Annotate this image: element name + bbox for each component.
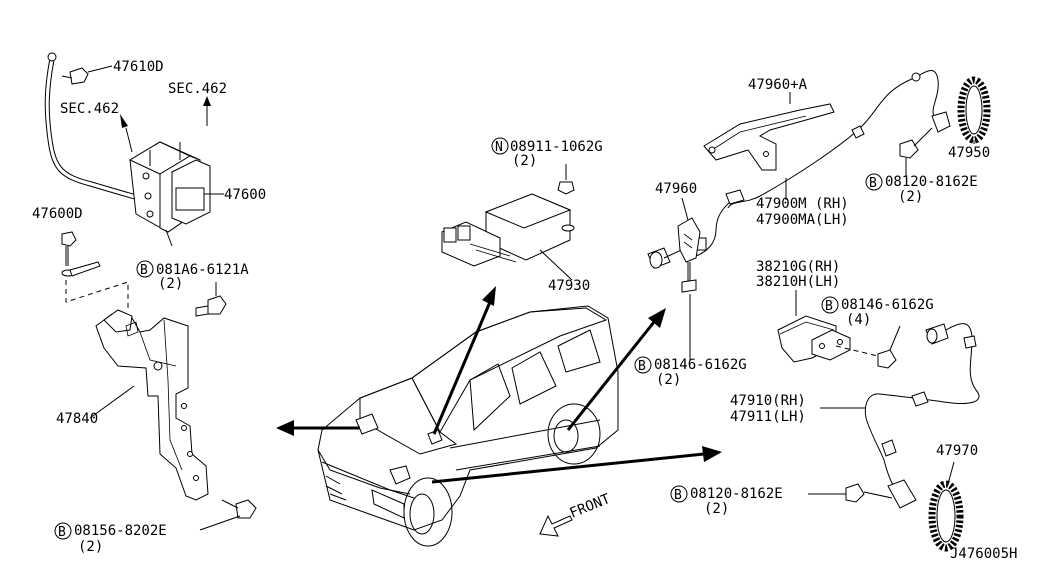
- label-47610D: 47610D: [113, 59, 164, 75]
- bracket-47960A: [703, 92, 835, 171]
- tone-ring-47970: [928, 461, 964, 552]
- bracket-38210: [777, 290, 851, 363]
- label-47910: 47910(RH): [730, 393, 806, 409]
- bolt-symbol-08146-lower: B: [638, 359, 646, 374]
- vehicle-outline: [317, 305, 619, 547]
- bolt-08120-lower: B: [670, 483, 893, 503]
- callout-arrows: [276, 286, 722, 484]
- label-38210G: 38210G(RH): [756, 259, 840, 275]
- bolt-08120-upper: B: [865, 127, 933, 191]
- tone-ring-47950: [957, 76, 991, 144]
- sensor-47930: [441, 193, 575, 281]
- bolt-08146-upper: B: [821, 296, 901, 369]
- label-08146-upper: 08146-6162G: [841, 297, 934, 313]
- label-47600: 47600: [224, 187, 266, 203]
- nut-symbol-08911: N: [495, 140, 503, 155]
- bolt-47600D: [61, 231, 129, 308]
- sensor-harness-rear: [864, 323, 980, 509]
- label-08120-upper: 08120-8162E: [885, 174, 978, 190]
- label-08146-lower-qty: (2): [656, 372, 681, 388]
- label-08120-lower: 08120-8162E: [690, 486, 783, 502]
- label-08120-lower-qty: (2): [704, 501, 729, 517]
- label-081A6-qty: (2): [158, 276, 183, 292]
- abs-actuator-47600: [128, 141, 224, 247]
- label-08146-lower: 08146-6162G: [654, 357, 747, 373]
- bracket-47840: [89, 309, 209, 501]
- label-08156: 08156-8202E: [74, 523, 167, 539]
- bolt-08156: B: [54, 499, 257, 540]
- abs-harness-wire: [44, 52, 141, 201]
- label-47960A: 47960+A: [748, 77, 808, 93]
- label-47600D: 47600D: [32, 206, 83, 222]
- bolt-08146-lower: B: [634, 262, 697, 374]
- bolt-symbol-08120-upper: B: [869, 176, 877, 191]
- label-47950: 47950: [948, 145, 990, 161]
- label-47900M: 47900M (RH): [756, 196, 849, 212]
- bracket-47960: [677, 197, 701, 263]
- bolt-symbol-081A6: B: [140, 263, 148, 278]
- sec462-arrows: [120, 96, 211, 153]
- bolt-47610D: [61, 65, 113, 85]
- label-47840: 47840: [56, 411, 98, 427]
- label-38210H: 38210H(LH): [756, 274, 840, 290]
- nut-08911: N: [491, 137, 575, 195]
- bolt-081A6: B: [136, 260, 227, 317]
- front-label: FRONT: [568, 491, 614, 522]
- label-47970: 47970: [936, 443, 978, 459]
- label-sec462-left: SEC.462: [60, 101, 119, 117]
- bolt-symbol-08146-upper: B: [825, 299, 833, 314]
- label-47930: 47930: [548, 278, 590, 294]
- label-47911: 47911(LH): [730, 409, 806, 425]
- bolt-symbol-08120-lower: B: [674, 488, 682, 503]
- bolt-symbol-08156: B: [58, 525, 66, 540]
- label-08156-qty: (2): [78, 539, 103, 555]
- label-08120-upper-qty: (2): [898, 189, 923, 205]
- label-081A6: 081A6-6121A: [156, 262, 249, 278]
- label-08911: 08911-1062G: [510, 139, 603, 155]
- label-08146-upper-qty: (4): [846, 312, 871, 328]
- sensor-harness-front: [647, 70, 951, 269]
- front-arrow-icon: FRONT: [539, 491, 614, 537]
- label-08911-qty: (2): [512, 153, 537, 169]
- label-47960: 47960: [655, 181, 697, 197]
- label-47900MA: 47900MA(LH): [756, 212, 849, 228]
- diagram-id: J476005H: [950, 546, 1017, 562]
- label-sec462-right: SEC.462: [168, 81, 227, 97]
